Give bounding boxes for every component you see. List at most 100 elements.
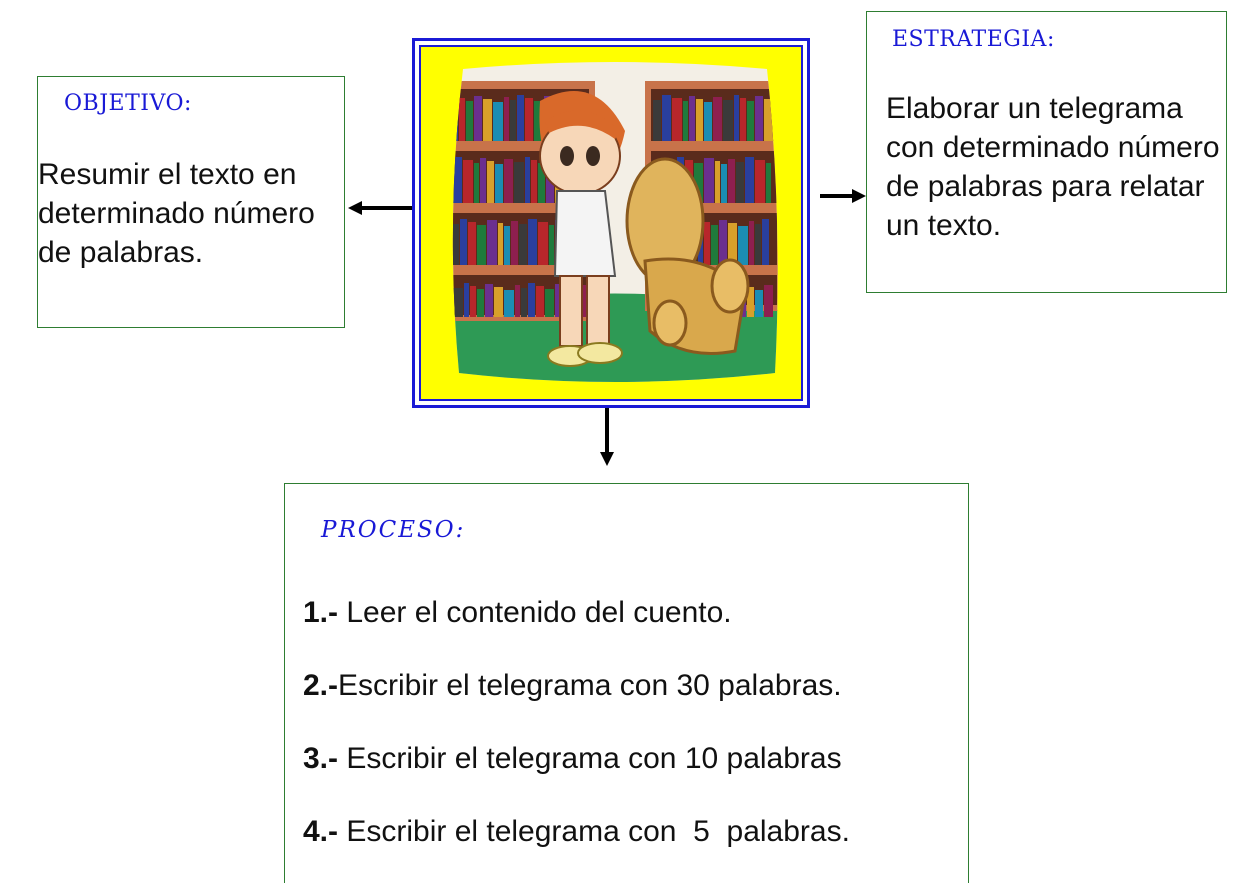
objective-box: OBJETIVO: Resumir el texto en determinad…	[37, 76, 345, 328]
book-spine	[474, 96, 482, 141]
book-spine	[766, 163, 771, 203]
book-spine	[511, 221, 518, 265]
book-spine	[514, 162, 524, 203]
book-spine	[704, 158, 714, 203]
book-spine	[459, 98, 465, 141]
book-spine	[485, 284, 493, 317]
process-step: 1.- Leer el contenido del cuento.	[303, 596, 732, 630]
book-spine	[764, 99, 773, 141]
picture-frame	[412, 38, 810, 408]
book-spine	[723, 100, 733, 141]
book-spine	[662, 95, 671, 141]
book-spine	[738, 226, 748, 265]
book-spine	[653, 100, 661, 141]
book-spine	[525, 98, 533, 141]
book-spine	[715, 161, 720, 203]
book-spine	[460, 219, 467, 265]
book-spine	[487, 220, 497, 265]
book-spine	[468, 222, 476, 265]
book-spine	[704, 102, 712, 141]
book-spine	[747, 101, 754, 141]
book-spine	[463, 160, 473, 203]
book-spine	[517, 95, 524, 141]
book-spine	[474, 163, 479, 203]
book-spine	[494, 287, 503, 317]
book-spine	[538, 163, 545, 203]
book-spine	[464, 283, 469, 317]
book-spine	[755, 290, 763, 317]
book-spine	[515, 285, 520, 317]
book-spine	[747, 287, 754, 317]
book-spine	[672, 98, 682, 141]
book-spine	[504, 290, 514, 317]
book-spine	[493, 102, 503, 141]
book-spine	[521, 288, 527, 317]
process-step: 4.- Escribir el telegrama con 5 palabras…	[303, 815, 850, 849]
book-spine	[483, 99, 492, 141]
book-spine	[721, 164, 727, 203]
strategy-box: ESTRATEGIA: Elaborar un telegrama con de…	[866, 11, 1227, 293]
book-spine	[477, 289, 484, 317]
child-figure	[539, 91, 625, 367]
book-spine	[728, 223, 737, 265]
objective-text: Resumir el texto en determinado número d…	[38, 158, 315, 269]
book-spine	[453, 157, 462, 203]
step-text: Escribir el telegrama con 30 palabras.	[338, 669, 842, 702]
book-spine	[694, 163, 703, 203]
book-spine	[519, 224, 527, 265]
book-spine	[549, 225, 554, 265]
book-spine	[704, 222, 710, 265]
book-spine	[531, 160, 537, 203]
book-spine	[683, 101, 688, 141]
armchair	[625, 157, 750, 355]
process-box: PROCESO: 1.- Leer el contenido del cuent…	[284, 483, 969, 883]
arrow-down-to-process	[600, 408, 614, 466]
step-number: 2.-	[303, 669, 339, 702]
book-spine	[689, 96, 695, 141]
book-spine	[762, 219, 769, 265]
objective-heading: OBJETIVO:	[64, 91, 192, 116]
book-spine	[711, 225, 718, 265]
book-spine	[745, 157, 754, 203]
arrow-left-to-objective	[348, 201, 412, 215]
picture-yellow-mat	[419, 45, 803, 401]
process-heading: PROCESO:	[321, 517, 466, 543]
book-spine	[498, 223, 503, 265]
book-spine	[713, 97, 722, 141]
book-spine	[755, 224, 761, 265]
book-spine	[534, 101, 543, 141]
book-spine	[528, 283, 535, 317]
strategy-heading: ESTRATEGIA:	[892, 27, 1055, 52]
book-spine	[696, 99, 703, 141]
step-number: 1.-	[303, 596, 339, 629]
book-spine	[755, 96, 763, 141]
book-spine	[545, 289, 554, 317]
process-step: 2.-Escribir el telegrama con 30 palabras…	[303, 669, 842, 703]
book-spine	[504, 159, 513, 203]
book-spine	[504, 226, 510, 265]
book-spine	[453, 224, 459, 265]
book-spine	[528, 219, 537, 265]
book-spine	[495, 164, 503, 203]
book-spine	[538, 222, 548, 265]
book-spine	[536, 286, 544, 317]
book-spine	[740, 98, 746, 141]
step-text: Escribir el telegrama con 10 palabras	[338, 742, 842, 775]
step-number: 4.-	[303, 815, 339, 848]
book-spine	[755, 160, 765, 203]
book-spine	[764, 285, 773, 317]
book-spine	[510, 100, 516, 141]
step-text: Escribir el telegrama con 5 palabras.	[338, 815, 850, 848]
book-spine	[525, 157, 530, 203]
book-spine	[736, 162, 744, 203]
strategy-text: Elaborar un telegrama con determinado nú…	[886, 92, 1220, 242]
book-spine	[470, 286, 476, 317]
arrow-right-to-strategy	[820, 189, 866, 203]
step-number: 3.-	[303, 742, 339, 775]
book-spine	[466, 101, 473, 141]
book-spine	[728, 159, 735, 203]
step-text: Leer el contenido del cuento.	[338, 596, 732, 629]
book-spine	[719, 220, 727, 265]
process-step: 3.- Escribir el telegrama con 10 palabra…	[303, 742, 842, 776]
book-spine	[453, 288, 463, 317]
